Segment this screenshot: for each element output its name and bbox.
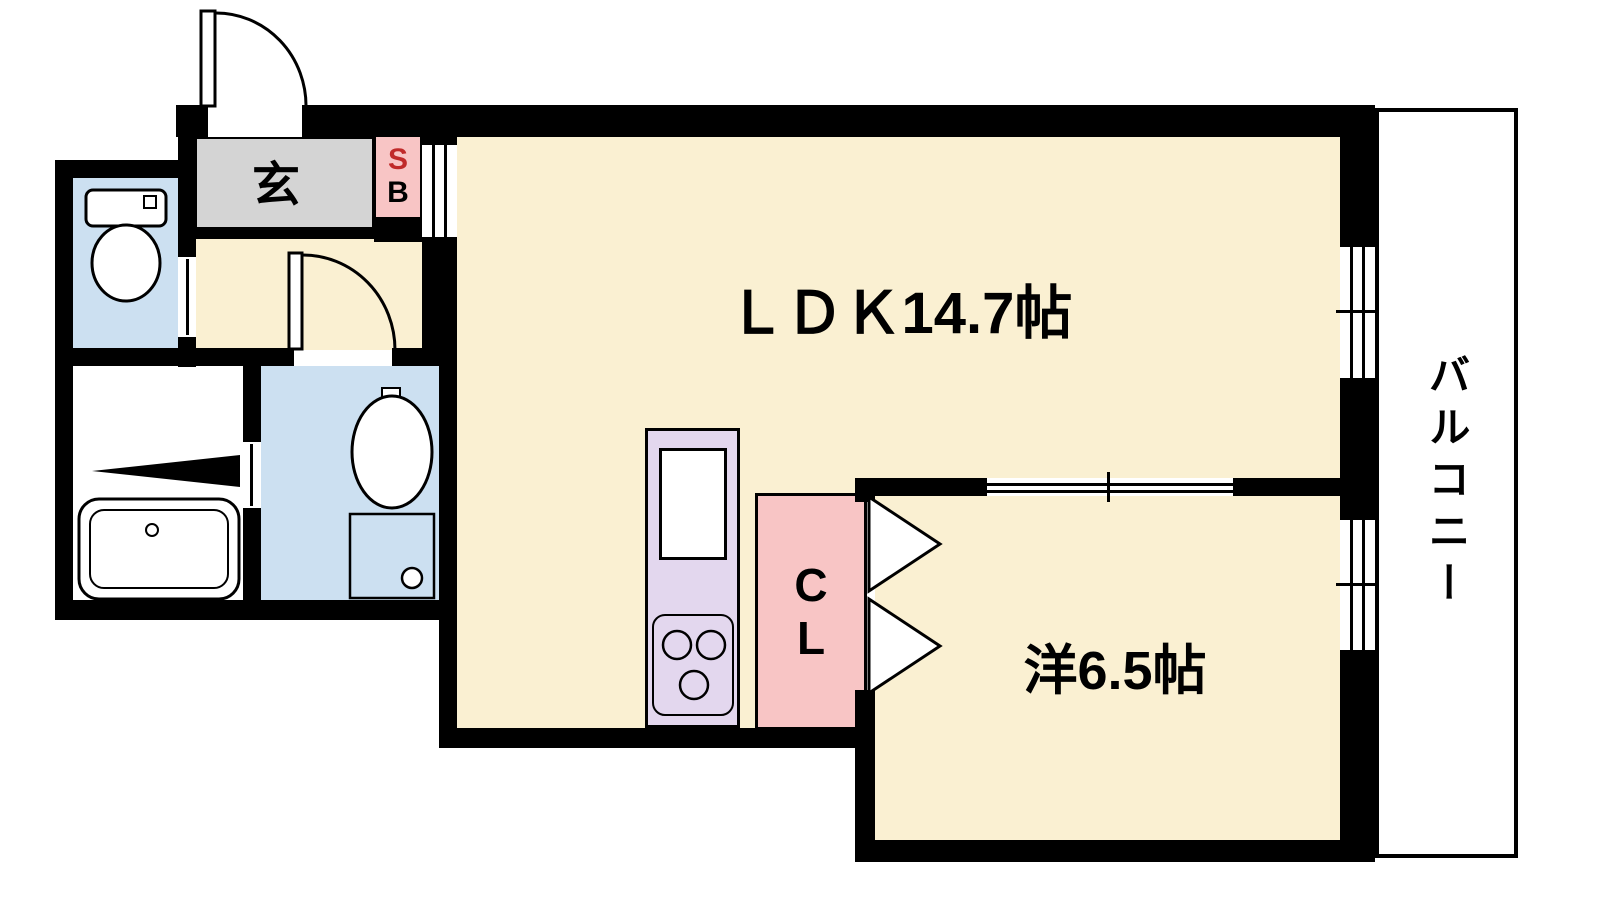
wall-room-divider-left: [855, 478, 987, 496]
entrance-door: [199, 9, 308, 109]
wall-mid-horizontal-left: [55, 348, 294, 366]
sliding-door-pane: [987, 490, 1233, 493]
window-ldk-west-pane: [444, 145, 447, 237]
room-hallway: [195, 238, 422, 350]
wall-ldk-bottom: [439, 728, 875, 748]
wall-bath-divider-upper: [243, 366, 261, 442]
entrance-label: 玄: [251, 159, 300, 212]
wall-outer-left: [55, 160, 73, 620]
bathtub-icon: [77, 497, 241, 601]
closet-label-c: C: [794, 558, 828, 611]
wall-right-lower: [1340, 650, 1375, 862]
shoe-box-label-b: B: [387, 176, 409, 209]
kitchen-sink: [659, 448, 727, 560]
stove-icon: [652, 614, 734, 716]
balcony: バルコニー: [1375, 108, 1518, 858]
wall-right-upper: [1340, 105, 1375, 247]
toilet-door-leaf: [186, 259, 189, 335]
wall-sb-stub: [374, 217, 422, 242]
wall-top: [302, 105, 1375, 137]
window-ldk-west: [422, 145, 457, 237]
closet-folding-doors-icon: [867, 494, 943, 696]
wall-bath-divider-lower: [243, 508, 261, 602]
closet-label-l: L: [796, 611, 826, 664]
room-ldk: [455, 137, 1340, 482]
sliding-door-pane: [987, 483, 1233, 486]
sliding-door-center-tick: [1107, 472, 1110, 502]
ldk-label: ＬＤＫ14.7帖: [727, 281, 1073, 346]
toilet-icon: [84, 188, 168, 303]
wall-western-bottom: [855, 840, 1375, 862]
bathroom-door-leaf: [250, 444, 253, 506]
wall-room-divider-right: [1233, 478, 1343, 496]
balcony-label: バルコニー: [1423, 353, 1470, 613]
wall-right-middle: [1340, 378, 1375, 520]
room-western: [875, 496, 1340, 842]
wall-washroom-ldk: [439, 348, 457, 748]
wall-bottom-left: [55, 600, 457, 620]
hallway-door: [287, 251, 397, 351]
entrance-step-line: [195, 227, 374, 239]
shoe-box: S B: [374, 133, 422, 219]
wall-toilet-top: [55, 160, 196, 178]
shoe-box-label-s: S: [387, 143, 408, 176]
window-balcony-lower-tick: [1336, 583, 1379, 586]
wall-closet-bottom: [855, 690, 875, 862]
window-balcony-upper-tick: [1336, 310, 1379, 313]
bath-door-swing-icon: [92, 455, 240, 487]
sink-icon: [348, 387, 436, 600]
window-ldk-west-pane: [432, 145, 435, 237]
western-room-label: 洋6.5帖: [1023, 640, 1207, 701]
closet-box: C L: [755, 493, 867, 730]
sliding-door-ldk-western: [987, 478, 1233, 496]
